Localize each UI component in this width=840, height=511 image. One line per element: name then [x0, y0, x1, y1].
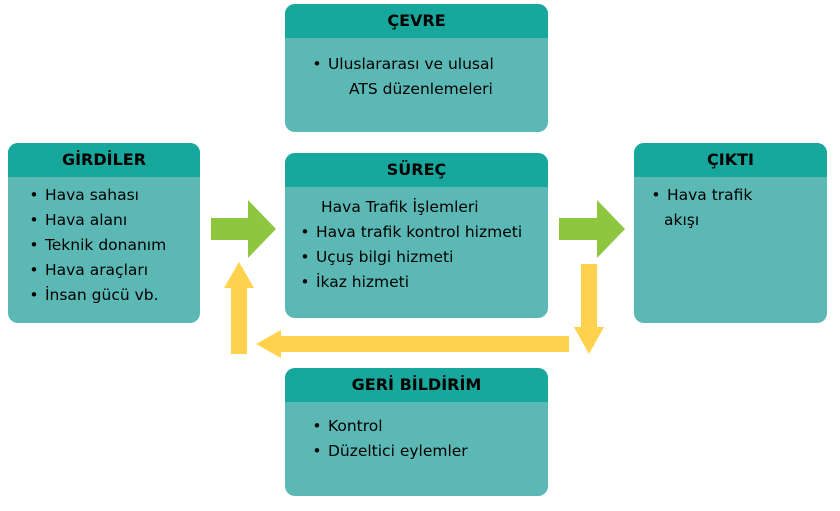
bullet-icon: • [312, 417, 322, 435]
output-list: • Hava trafik akışı [634, 177, 827, 233]
bullet-icon: • [300, 223, 310, 241]
bullet-icon: • [29, 286, 39, 304]
arrow-surec-to-cikti [559, 200, 625, 258]
environment-list: • Uluslararası ve ulusal ATS düzenlemele… [285, 38, 548, 102]
list-item: • Hava trafik [650, 183, 827, 208]
bullet-icon: • [29, 261, 39, 279]
bullet-icon: • [651, 186, 661, 204]
list-item: • Teknik donanım [28, 233, 200, 258]
list-item: • Hava sahası [28, 183, 200, 208]
environment-title: ÇEVRE [285, 4, 548, 38]
process-title: SÜREÇ [285, 153, 548, 187]
bullet-icon: • [300, 273, 310, 291]
inputs-title: GİRDİLER [8, 143, 200, 177]
list-item: • Hava trafik kontrol hizmeti [299, 220, 548, 245]
bullet-icon: • [29, 211, 39, 229]
output-box: ÇIKTI • Hava trafik akışı [634, 143, 827, 323]
process-box: SÜREÇ Hava Trafik İşlemleri • Hava trafi… [285, 153, 548, 318]
output-title: ÇIKTI [634, 143, 827, 177]
arrow-girdi-to-surec [211, 200, 276, 258]
environment-box: ÇEVRE • Uluslararası ve ulusal ATS düzen… [285, 4, 548, 132]
arrow-surec-down [574, 264, 604, 354]
feedback-list: • Kontrol • Düzeltici eylemler [285, 402, 548, 464]
list-item-continuation: akışı [664, 211, 700, 229]
inputs-list: • Hava sahası • Hava alanı • Teknik dona… [8, 177, 200, 308]
list-item: • Uluslararası ve ulusal [311, 52, 548, 77]
bullet-icon: • [312, 55, 322, 73]
list-item: • Hava araçları [28, 258, 200, 283]
inputs-box: GİRDİLER • Hava sahası • Hava alanı • Te… [8, 143, 200, 323]
list-item-continuation: ATS düzenlemeleri [349, 80, 493, 98]
feedback-title: GERİ BİLDİRİM [285, 368, 548, 402]
list-item: • İnsan gücü vb. [28, 283, 200, 308]
process-list: Hava Trafik İşlemleri • Hava trafik kont… [285, 187, 548, 295]
list-item: • İkaz hizmeti [299, 270, 548, 295]
list-item: • Düzeltici eylemler [311, 439, 548, 464]
arrow-feedback-left [256, 330, 569, 358]
process-heading: Hava Trafik İşlemleri [321, 198, 479, 216]
bullet-icon: • [312, 442, 322, 460]
list-item: • Kontrol [311, 414, 548, 439]
bullet-icon: • [29, 236, 39, 254]
bullet-icon: • [29, 186, 39, 204]
feedback-box: GERİ BİLDİRİM • Kontrol • Düzeltici eyle… [285, 368, 548, 496]
list-item: • Uçuş bilgi hizmeti [299, 245, 548, 270]
list-item: • Hava alanı [28, 208, 200, 233]
arrow-feedback-up [224, 262, 254, 354]
bullet-icon: • [300, 248, 310, 266]
